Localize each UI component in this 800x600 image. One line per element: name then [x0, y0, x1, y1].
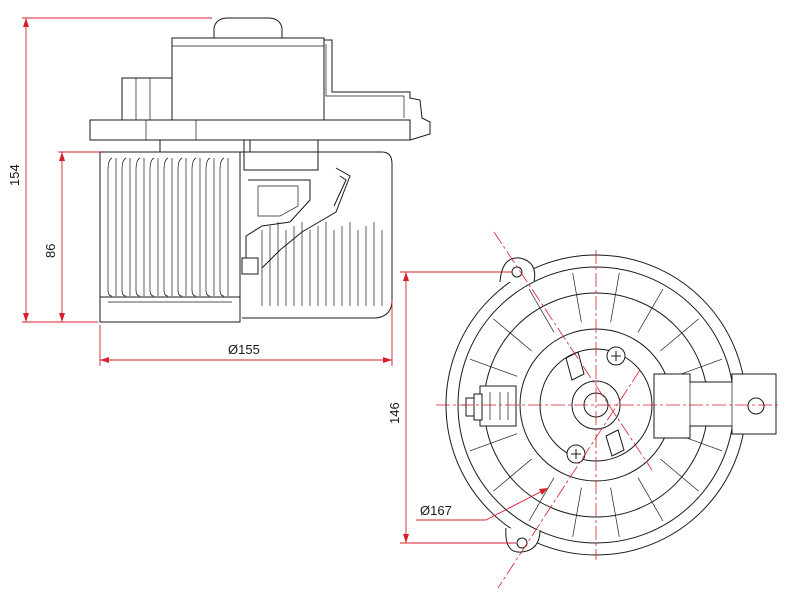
wheel-blades: [107, 157, 229, 297]
mount-hole-bottom: [516, 537, 528, 549]
side-view-dimensions: 154 86 Ø155: [7, 17, 393, 366]
tab-hole: [747, 397, 765, 415]
dimension-flange-diameter: Ø167: [420, 503, 452, 518]
terminal-connector: [479, 385, 517, 427]
connector-block: [121, 77, 173, 121]
dimension-wheel-diameter: Ø155: [228, 342, 260, 357]
dimension-wheel-height: 86: [43, 244, 58, 258]
motor-shaft: [245, 179, 311, 262]
wheel-base-ring: [99, 296, 241, 323]
screw-lower-icon: [566, 444, 586, 464]
plate-slot-upper: [565, 351, 585, 381]
mount-ear-bottom: [505, 527, 541, 553]
motor-housing: [171, 37, 325, 121]
front-view-dimensions: 146 Ø167: [387, 231, 780, 589]
side-bracket: [324, 39, 431, 141]
dimension-overall-height: 154: [7, 164, 22, 186]
motor-cap: [213, 17, 283, 39]
lead-wire: [261, 167, 351, 269]
plate-slot-lower: [605, 429, 625, 457]
blower-wheel: [99, 151, 241, 298]
screw-upper-icon: [606, 346, 626, 366]
scroll-fins: [261, 222, 383, 306]
scroll-housing: [240, 151, 393, 319]
dimension-mount-height: 146: [387, 402, 402, 424]
side-view: [89, 17, 431, 323]
mount-ear-top: [499, 257, 536, 283]
mounting-flange: [89, 119, 411, 141]
